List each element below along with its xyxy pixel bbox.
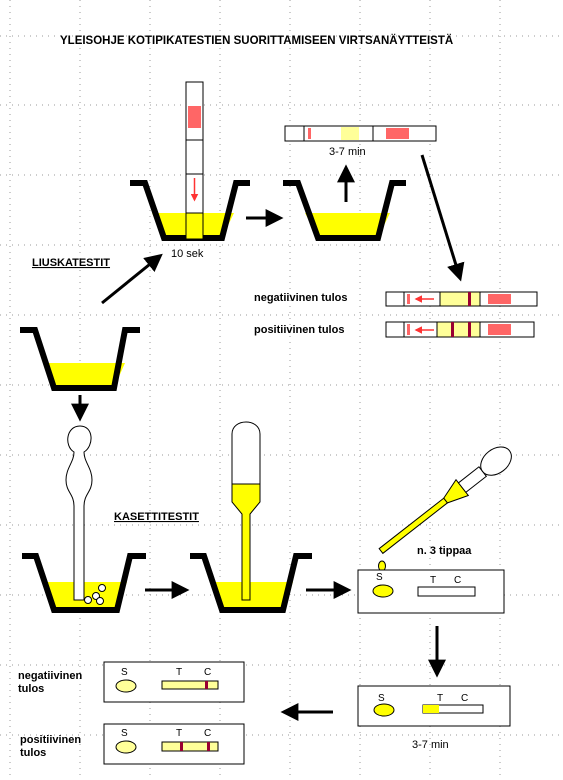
strip-positive-result [385,321,535,338]
filled-pipette [231,421,261,601]
cassette-negative-t: T [176,667,182,678]
cassette-waiting [357,685,511,727]
cassette-read-time: 3-7 min [412,739,449,751]
cassette-section-label: KASETTITESTIT [114,511,199,523]
page-title: YLEISOHJE KOTIPIKATESTIEN SUORITTAMISEEN… [60,34,453,47]
reading-test-strip [284,125,437,142]
strip-read-time: 3-7 min [329,146,366,158]
drops-label: n. 3 tippaa [417,545,472,557]
cassette-negative-s: S [121,667,128,678]
cassette-negative-label-2: tulos [18,683,44,695]
arrow-to-results [420,154,465,282]
filled-pipette-beaker [190,553,312,613]
cassette-waiting-c: C [461,693,468,704]
cassette-sample-c: C [454,575,461,586]
dip-time-label: 10 sek [171,248,204,260]
cassette-negative-label-1: negatiivinen [18,670,82,682]
dropper [378,446,512,572]
cassette-negative-result [103,661,245,703]
cassette-waiting-s: S [378,693,385,704]
cassette-waiting-t: T [437,693,443,704]
strip-section-label: LIUSKATESTIT [32,257,110,269]
strip-negative-result [385,291,538,307]
arrow-to-dip [101,253,163,305]
cassette-positive-label-1: positiivinen [20,734,81,746]
cassette-positive-t: T [176,728,182,739]
empty-pipette [65,425,106,605]
cassette-positive-label-2: tulos [20,747,46,759]
dip-test-strip [185,81,204,240]
cassette-positive-s: S [121,728,128,739]
urine-cup-start [20,327,140,391]
cassette-positive-result [103,723,245,765]
cassette-sample-t: T [430,575,436,586]
cassette-sample-s: S [376,572,383,583]
cassette-negative-c: C [204,667,211,678]
cassette-positive-c: C [204,728,211,739]
cassette-sample [357,569,505,614]
wait-beaker [283,180,406,241]
strip-positive-label: positiivinen tulos [254,324,344,336]
strip-negative-label: negatiivinen tulos [254,292,348,304]
